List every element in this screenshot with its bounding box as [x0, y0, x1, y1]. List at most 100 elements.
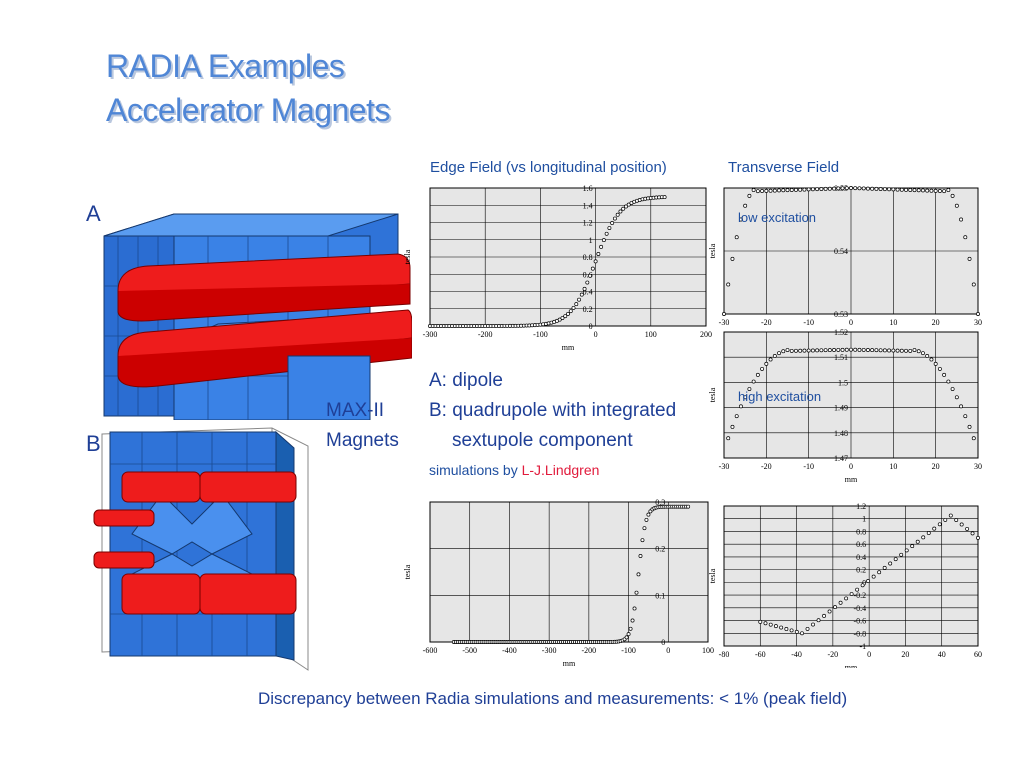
plot-area — [429, 501, 709, 643]
data-point — [789, 188, 794, 192]
data-point — [921, 535, 926, 540]
data-point — [686, 504, 691, 509]
data-point — [840, 347, 845, 352]
data-point — [870, 348, 875, 353]
data-point — [634, 590, 639, 595]
y-tick-label: 1.4 — [583, 201, 593, 210]
data-point — [836, 186, 841, 191]
data-point — [967, 256, 972, 261]
y-tick-label: 1.48 — [834, 429, 848, 438]
maxii-label-2: Magnets — [326, 430, 399, 451]
data-point — [610, 221, 615, 225]
data-point — [899, 187, 904, 192]
x-tick-label: 20 — [932, 462, 940, 471]
data-point — [585, 280, 590, 285]
data-point — [779, 625, 784, 630]
data-point — [571, 305, 576, 310]
y-tick-label: 0.3 — [655, 498, 665, 507]
y-axis-label: tesla — [403, 249, 412, 264]
data-point — [738, 217, 743, 222]
data-point — [640, 538, 645, 543]
data-point — [861, 347, 866, 352]
data-point — [871, 574, 876, 579]
title-line-1: RADIA Examples — [106, 48, 345, 84]
data-point — [590, 266, 595, 271]
data-point — [636, 572, 641, 577]
data-point — [626, 632, 631, 637]
data-point — [865, 348, 870, 352]
x-axis-label: mm — [562, 343, 575, 352]
data-point — [967, 424, 972, 429]
data-point — [624, 635, 629, 640]
sim-author: L-J.Lindgren — [521, 462, 600, 478]
data-point — [747, 193, 752, 198]
x-tick-label: 0 — [594, 330, 598, 339]
y-tick-label: -0.8 — [853, 629, 866, 638]
data-point — [734, 235, 739, 240]
data-point — [844, 596, 849, 601]
data-point — [764, 361, 769, 366]
data-point — [888, 561, 893, 566]
y-tick-label: 0.6 — [856, 540, 866, 549]
dipole-magnet-image — [98, 206, 413, 421]
data-point — [971, 282, 976, 287]
data-point — [560, 316, 565, 321]
data-point — [802, 348, 807, 353]
x-tick-label: -300 — [542, 646, 557, 655]
data-point — [763, 621, 768, 626]
data-point — [563, 314, 568, 319]
data-point — [798, 187, 803, 192]
x-tick-label: -300 — [423, 330, 438, 339]
x-tick-label: 200 — [700, 330, 712, 339]
y-tick-label: 0.1 — [655, 591, 665, 600]
footer-note: Discrepancy between Radia simulations an… — [258, 689, 848, 708]
data-point — [916, 349, 921, 354]
y-tick-label: 1.47 — [834, 454, 848, 463]
data-point — [798, 348, 803, 353]
data-point — [882, 348, 887, 353]
data-point — [933, 188, 938, 193]
x-tick-label: -100 — [533, 330, 548, 339]
data-point — [925, 188, 930, 193]
x-tick-label: 20 — [932, 318, 940, 327]
data-point — [734, 414, 739, 419]
x-tick-label: -80 — [719, 650, 730, 659]
data-point — [823, 186, 828, 191]
data-point — [866, 578, 871, 583]
x-tick-label: -20 — [761, 318, 772, 327]
data-point — [743, 203, 748, 208]
x-tick-label: 0 — [849, 318, 853, 327]
x-tick-label: -30 — [719, 462, 730, 471]
y-axis-label: tesla — [403, 564, 412, 579]
y-tick-label: 1.2 — [583, 219, 593, 228]
data-point — [954, 203, 959, 208]
y-axis-label: tesla — [708, 243, 717, 258]
desc-quadrupole: B: quadrupole with integrated — [429, 400, 677, 421]
desc-dipole: A: dipole — [429, 370, 503, 391]
x-tick-label: 30 — [974, 462, 982, 471]
data-point — [853, 347, 858, 352]
data-point — [832, 348, 837, 352]
data-point — [882, 565, 887, 570]
data-point — [833, 605, 838, 610]
data-point — [929, 357, 934, 362]
data-point — [662, 195, 667, 200]
x-tick-label: 0 — [849, 462, 853, 471]
data-point — [789, 348, 794, 353]
data-point — [849, 592, 854, 596]
data-point — [802, 187, 807, 192]
x-tick-label: 30 — [974, 318, 982, 327]
data-point — [601, 238, 606, 243]
data-point — [877, 570, 882, 575]
data-point — [899, 348, 904, 353]
y-tick-label: 0.2 — [655, 545, 665, 554]
y-tick-label: 1.2 — [856, 502, 866, 511]
y-tick-label: 0.53 — [834, 310, 848, 319]
data-point — [853, 186, 858, 191]
data-point — [747, 387, 752, 391]
x-tick-label: -100 — [621, 646, 636, 655]
x-tick-label: -400 — [502, 646, 517, 655]
data-point — [965, 526, 970, 531]
data-point — [604, 231, 609, 236]
